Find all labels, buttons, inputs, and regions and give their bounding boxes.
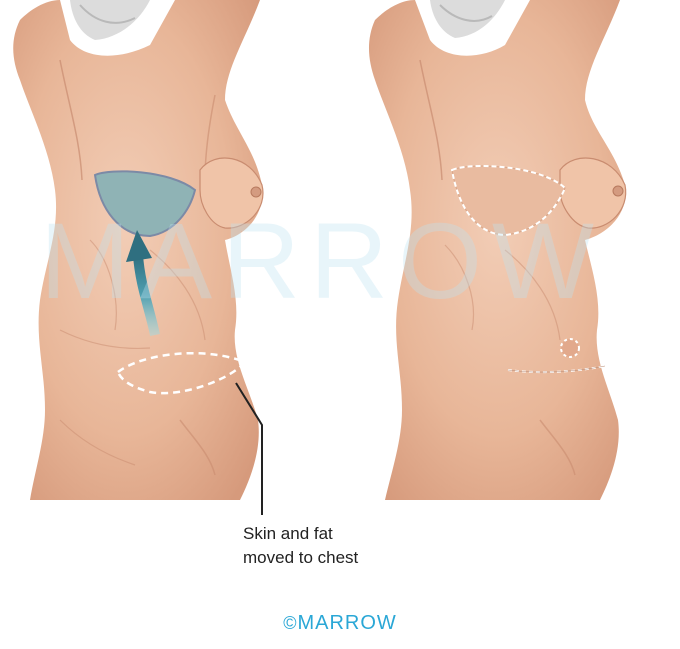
copyright-symbol: © [283,613,298,633]
brand-text: MARROW [297,612,397,634]
umbilicus-suture [560,338,580,358]
suture-line-chest [450,165,567,237]
arrow-icon [126,230,160,336]
donor-site-outline [116,352,248,395]
callout-label: Skin and fat moved to chest [243,522,358,570]
callout-line-2: moved to chest [243,548,359,567]
torso-after [368,0,627,500]
flap-graft [93,170,197,238]
brand-logo: ©MARROW [0,612,680,635]
callout-line-1: Skin and fat [243,524,333,543]
callout-leader-line [235,382,263,515]
